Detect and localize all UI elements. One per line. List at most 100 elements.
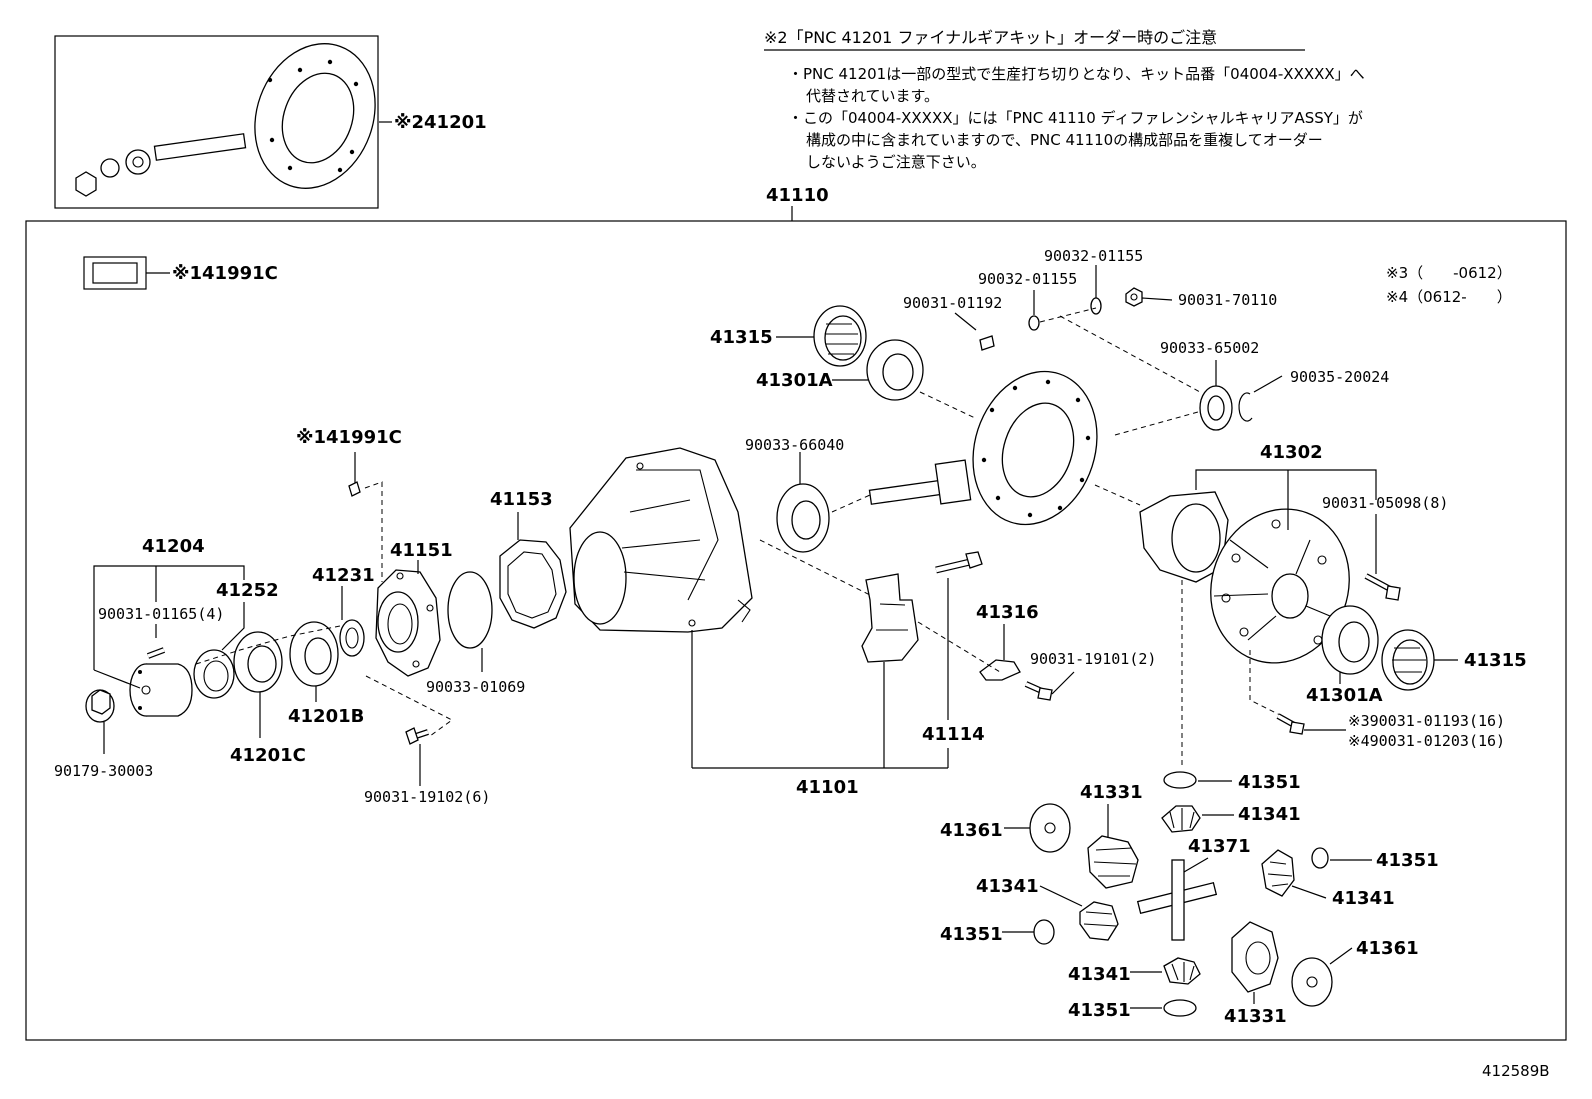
pinion-shaft-41371 (1136, 857, 1218, 941)
snap-ring-90035-20024 (1238, 375, 1283, 422)
bolt-90031-01193 (1276, 713, 1346, 735)
label-41341-b: 41341 (1332, 888, 1395, 909)
kit-inset-frame (54, 35, 379, 209)
caution-tag-top: ※141991C (83, 256, 278, 290)
label-41341-a: 41341 (1238, 804, 1301, 825)
carrier-housing-41101 (569, 447, 753, 633)
legend-4: ※4（0612- ） (1386, 288, 1512, 306)
label-41341-c: 41341 (976, 876, 1039, 897)
note-line-3: ・この「04004-XXXXX」には「PNC 41110 ディファレンシャルキャ… (788, 109, 1363, 127)
washer-41351-a (1163, 771, 1232, 789)
nut-90031-70110 (1125, 287, 1173, 307)
label-41252: 41252 (216, 580, 279, 601)
kit-inset: ※241201 (54, 35, 487, 209)
label-41201b: 41201B (288, 706, 364, 727)
label-90031-70110: 90031-70110 (1178, 291, 1277, 309)
kit-ring-gear (254, 43, 376, 189)
washer-90032-01155-b (1090, 265, 1102, 315)
label-90032-01155-a: 90032-01155 (1044, 247, 1143, 265)
label-41153: 41153 (490, 489, 553, 510)
label-90031-19101: 90031-19101(2) (1030, 650, 1156, 668)
bolt-90031-05098 (1364, 573, 1401, 601)
label-41351-b: 41351 (1376, 850, 1439, 871)
bolt-90031-01165 (146, 647, 166, 659)
washer-90032-01155-a (1028, 290, 1040, 331)
label-90031-01192: 90031-01192 (903, 294, 1002, 312)
o-ring-90033-01069 (447, 571, 493, 672)
gasket-41153 (499, 512, 567, 629)
label-41101: 41101 (796, 777, 859, 798)
washer-41351-c (1002, 919, 1055, 945)
oil-seal-41252 (193, 602, 245, 699)
label-90031-01203: ※490031-01203(16) (1348, 732, 1505, 750)
pinion-41341-d (1130, 957, 1201, 985)
label-41371: 41371 (1188, 836, 1251, 857)
bearing-90033-66040 (776, 452, 830, 553)
bearing-cup-41315-right (1381, 629, 1458, 691)
bearing-cap-41114 (861, 573, 919, 663)
label-90179-30003: 90179-30003 (54, 762, 153, 780)
label-41315-top: 41315 (710, 327, 773, 348)
label-41316: 41316 (976, 602, 1039, 623)
diff-case-41302 (1139, 491, 1350, 664)
label-90033-65002: 90033-65002 (1160, 339, 1259, 357)
bearing-41201c (233, 631, 283, 738)
label-41204: 41204 (142, 536, 205, 557)
order-note: ※2「PNC 41201 ファイナルギアキット」オーダー時のご注意 ・PNC 4… (764, 28, 1365, 171)
label-90031-01165: 90031-01165(4) (98, 605, 224, 623)
label-41301a-right: 41301A (1306, 685, 1383, 706)
caution-tag-mid (348, 452, 383, 582)
label-90031-05098: 90031-05098(8) (1322, 494, 1448, 512)
bolt-90031-19101 (1024, 671, 1075, 701)
spacer-41231 (339, 586, 365, 657)
label-41302: 41302 (1260, 442, 1323, 463)
legend-3: ※3（ -0612） (1386, 264, 1512, 282)
label-90033-01069: 90033-01069 (426, 678, 525, 696)
note-line-5: しないようご注意下さい。 (806, 153, 986, 171)
note-line-2: 代替されています。 (806, 87, 939, 105)
label-90032-01155-b: 90032-01155 (978, 270, 1077, 288)
kit-label: ※241201 (394, 112, 487, 133)
thrust-washer-41361-b (1291, 947, 1353, 1007)
nut-90179-30003 (85, 689, 115, 754)
bearing-cone-41301a-right (1321, 605, 1379, 684)
label-41341-d: 41341 (1068, 964, 1131, 985)
label-41351-c: 41351 (940, 924, 1003, 945)
label-41351-d: 41351 (1068, 1000, 1131, 1021)
side-gear-41331-a (1087, 804, 1139, 889)
pinion-41341-c (1039, 885, 1119, 941)
assembly-frame (25, 220, 1567, 1041)
bolt-90031-01192 (954, 312, 995, 351)
label-90035-20024: 90035-20024 (1290, 368, 1389, 386)
thrust-washer-41361-a (1004, 803, 1071, 853)
bearing-90033-65002 (1199, 360, 1233, 431)
label-41231: 41231 (312, 565, 375, 586)
pinion-41341-a (1161, 805, 1234, 833)
note-title: ※2「PNC 41201 ファイナルギアキット」オーダー時のご注意 (764, 28, 1217, 47)
label-41331-a: 41331 (1080, 782, 1143, 803)
companion-flange-41204 (129, 663, 193, 717)
lock-plate-41316 (979, 624, 1021, 681)
retainer-41151 (375, 560, 441, 677)
label-90033-66040: 90033-66040 (745, 436, 844, 454)
note-line-1: ・PNC 41201は一部の型式で生産打ち切りとなり、キット品番「04004-X… (788, 65, 1365, 83)
washer-41351-d (1130, 999, 1197, 1017)
label-tag-mid: ※141991C (296, 427, 402, 448)
bearing-cone-41301a-top (832, 339, 924, 401)
washer-41351-b (1311, 847, 1372, 869)
bearing-41201b (289, 621, 339, 702)
label-41301a-top: 41301A (756, 370, 833, 391)
label-90031-19102: 90031-19102(6) (364, 788, 490, 806)
bearing-cup-41315-top (776, 305, 867, 367)
note-line-4: 構成の中に含まれていますので、PNC 41110の構成部品を重複してオーダー (806, 131, 1323, 149)
label-41361-b: 41361 (1356, 938, 1419, 959)
label-41151: 41151 (390, 540, 453, 561)
label-41331-b: 41331 (1224, 1006, 1287, 1027)
label-41351-a: 41351 (1238, 772, 1301, 793)
tag-top-label: ※141991C (172, 263, 278, 284)
label-90031-01193: ※390031-01193(16) (1348, 712, 1505, 730)
bolt-41114 (935, 551, 983, 574)
pinion-41341-b (1261, 849, 1327, 899)
ring-gear-pinion (868, 370, 1098, 526)
